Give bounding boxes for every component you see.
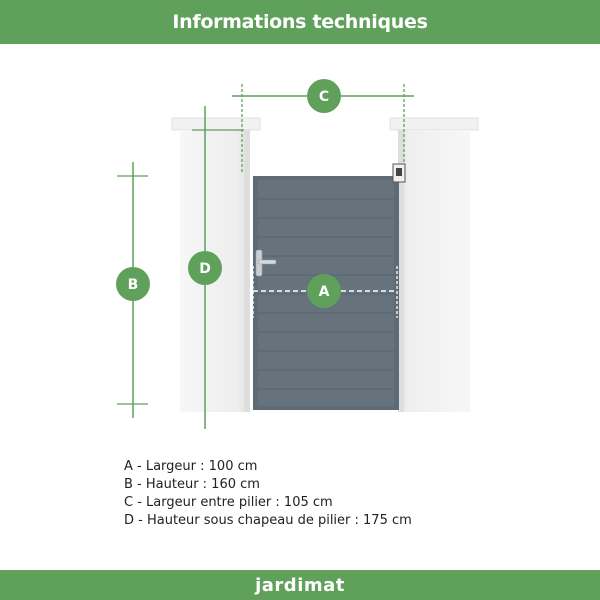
right-pillar xyxy=(389,117,479,412)
marker-c xyxy=(307,79,341,113)
marker-d xyxy=(188,251,222,285)
legend-item-b: B - Hauteur : 160 cm xyxy=(124,477,260,492)
page-title: Informations techniques xyxy=(172,11,428,33)
footer-banner: jardimat xyxy=(0,570,600,600)
gate-diagram: C A D B xyxy=(116,79,479,429)
marker-c-label: C xyxy=(319,89,329,105)
dimension-b: B xyxy=(116,162,150,418)
dimension-d: D xyxy=(188,106,244,429)
spec-legend: A - Largeur : 100 cm B - Hauteur : 160 c… xyxy=(124,458,412,530)
gate-handle xyxy=(255,249,277,277)
brand-logo: jardimat xyxy=(255,574,345,596)
gate-latch xyxy=(392,163,406,183)
marker-b xyxy=(116,267,150,301)
legend-item-a: A - Largeur : 100 cm xyxy=(124,459,258,474)
marker-a-label: A xyxy=(319,284,330,300)
header-banner: Informations techniques xyxy=(0,0,600,44)
marker-d-label: D xyxy=(199,261,211,277)
marker-a xyxy=(307,274,341,308)
legend-item-c: C - Largeur entre pilier : 105 cm xyxy=(124,495,333,510)
dimension-a: A xyxy=(252,266,398,318)
legend-item-d: D - Hauteur sous chapeau de pilier : 175… xyxy=(124,513,412,528)
marker-b-label: B xyxy=(128,277,139,293)
dimension-c: C xyxy=(232,79,414,174)
